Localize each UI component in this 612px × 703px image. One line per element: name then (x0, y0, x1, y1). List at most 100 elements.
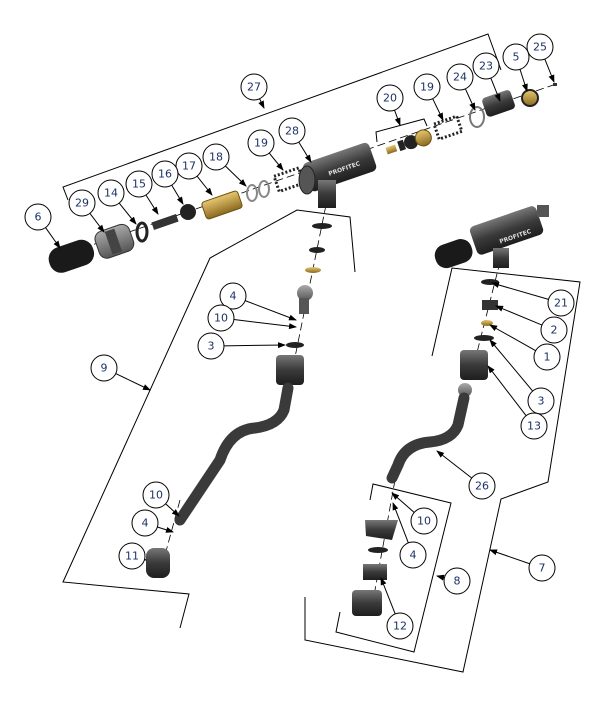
callout-circle (90, 354, 118, 382)
callout-circle (410, 507, 438, 535)
callout-number: 10 (417, 515, 431, 528)
leader-line (436, 574, 445, 581)
part-18-seal-a (246, 184, 258, 202)
leader-line (394, 110, 401, 126)
callout-number: 1 (544, 351, 551, 364)
callout-1: 1 (489, 324, 561, 371)
part-24-ring (469, 106, 485, 128)
callout-8: 8 (436, 567, 471, 595)
callout-circle (24, 203, 52, 231)
callout-number: 19 (420, 81, 434, 94)
callout-circle (97, 179, 125, 207)
callout-number: 12 (393, 620, 407, 633)
part-28-t-body: PROFITEC (298, 142, 377, 208)
callout-19: 19 (413, 73, 444, 121)
callout-number: 14 (104, 187, 118, 200)
part-15-pin (151, 213, 179, 231)
callout-10: 10 (207, 304, 297, 332)
leader-line (223, 342, 286, 349)
callout-number: 17 (182, 160, 196, 173)
leader-line (298, 141, 312, 163)
leader-line (196, 175, 213, 196)
part-19-spring-b (432, 114, 464, 142)
leader-line (380, 577, 396, 615)
leader-line (145, 194, 159, 215)
leader-line (544, 58, 555, 83)
part-5-nut (521, 89, 539, 107)
callout-2: 2 (495, 305, 568, 344)
leader-line (436, 450, 473, 479)
leader-line (491, 282, 549, 300)
callout-4: 4 (392, 502, 427, 569)
callout-circle (175, 152, 203, 180)
leader-line (118, 202, 137, 225)
callout-circle (118, 542, 146, 570)
callouts: 2725523242019281918171615142964103921213… (24, 33, 575, 640)
callout-10: 10 (142, 481, 180, 517)
leader-line (244, 300, 297, 321)
callout-circle (446, 63, 474, 91)
callout-12: 12 (380, 577, 414, 640)
callout-circle (547, 289, 575, 317)
callout-23: 23 (472, 52, 501, 102)
main-assembly-parts: PROFITEC (48, 83, 557, 273)
callout-circle (468, 472, 496, 500)
bracket-9 (62, 209, 356, 629)
bracket-7 (304, 267, 581, 673)
callout-9: 9 (90, 354, 151, 391)
callout-number: 4 (142, 517, 149, 530)
leader-line (165, 503, 180, 517)
leader-line (224, 165, 247, 187)
part-20-valve (385, 129, 432, 155)
callout-25: 25 (526, 33, 555, 83)
part-29-knob-sleeve (94, 223, 135, 259)
callout-circle (247, 129, 275, 157)
leader-line (489, 339, 534, 392)
callout-10: 10 (391, 492, 438, 535)
callout-20: 20 (376, 84, 404, 126)
callout-number: 8 (454, 575, 461, 588)
callout-number: 18 (209, 151, 223, 164)
callout-circle (125, 170, 153, 198)
callout-number: 23 (479, 60, 493, 73)
leader-line (89, 213, 105, 233)
callout-number: 13 (527, 420, 541, 433)
callout-number: 9 (101, 362, 108, 375)
callout-circle (540, 316, 568, 344)
callout-5: 5 (502, 43, 530, 92)
callout-circle (386, 612, 414, 640)
part-23-fitting (482, 90, 515, 117)
callout-number: 27 (247, 81, 261, 94)
callout-11: 11 (118, 542, 147, 570)
callout-15: 15 (125, 170, 159, 215)
leader-line (489, 549, 530, 565)
callout-number: 19 (254, 137, 268, 150)
callout-number: 10 (214, 312, 228, 325)
callout-circle (240, 73, 268, 101)
callout-circle (202, 143, 230, 171)
callout-circle (151, 160, 179, 188)
group-brackets (62, 33, 581, 673)
callout-circle (526, 33, 554, 61)
callout-circle (527, 387, 555, 415)
callout-17: 17 (175, 152, 213, 196)
leader-line (115, 373, 151, 391)
callout-number: 3 (538, 395, 545, 408)
callout-number: 7 (539, 562, 546, 575)
part-17-brass-sleeve (201, 190, 243, 220)
leader-line (258, 98, 265, 109)
leader-line (171, 184, 184, 205)
callout-7: 7 (489, 549, 556, 582)
callout-circle (142, 481, 170, 509)
callout-circle (520, 412, 548, 440)
callout-number: 5 (513, 51, 520, 64)
leader-line (464, 88, 476, 111)
callout-28: 28 (278, 117, 312, 163)
callout-circle (207, 304, 235, 332)
callout-number: 6 (35, 211, 42, 224)
callout-circle (413, 73, 441, 101)
callout-3: 3 (489, 339, 555, 415)
leader-line (489, 324, 536, 352)
leader-line (268, 152, 284, 171)
